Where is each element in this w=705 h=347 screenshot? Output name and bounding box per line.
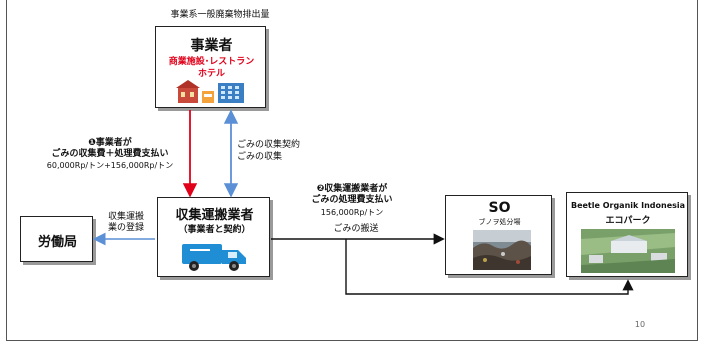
collector-pay-label-2: ごみの処理費支払い [311, 195, 393, 205]
transport-to-beetle-arrow [345, 239, 634, 295]
registration-label-2: 業の登録 [107, 223, 144, 233]
so-subtitle: ブノヲ処分場 [478, 218, 521, 226]
business-buildings-icon [176, 80, 244, 103]
labor-bureau-box: 労働局 [20, 216, 93, 262]
business-subtitle-1: 商業施設･レストラン [168, 57, 255, 67]
ecopark-photo [581, 229, 675, 273]
payment-label-2: ごみの収集費＋処理費支払い [51, 149, 169, 159]
garbage-truck-icon [182, 244, 246, 271]
so-box: SO ブノヲ処分場 [445, 195, 552, 275]
landfill-photo [473, 230, 531, 270]
collector-box: 収集運搬業者 （事業者と契約） [157, 197, 270, 277]
collector-subtitle: （事業者と契約） [178, 225, 251, 235]
transport-label: ごみの搬送 [333, 224, 379, 234]
page-number: 10 [634, 320, 646, 329]
business-operator-box: 事業者 商業施設･レストラン ホテル [155, 26, 266, 108]
payment-label-1: ❶事業者が [88, 138, 132, 148]
registration-label-1: 収集運搬 [107, 212, 144, 222]
so-title: SO [488, 200, 511, 216]
beetle-subtitle: エコパーク [605, 216, 651, 226]
contract-label-1: ごみの収集契約 [237, 140, 301, 150]
business-subtitle-2: ホテル [197, 69, 225, 79]
collector-pay-label-3: 156,000Rp/トン [320, 208, 384, 217]
collector-title: 収集運搬業者 [175, 208, 254, 223]
contract-label-2: ごみの収集 [237, 152, 283, 162]
collector-pay-label-1: ❷収集運搬業者が [316, 184, 388, 194]
payment-label-3: 60,000Rp/トン+156,000Rp/トン [46, 161, 174, 170]
beetle-title: Beetle Organik Indonesia [570, 201, 686, 210]
labor-title: 労働局 [37, 235, 77, 250]
discharge-caption: 事業系一般廃棄物排出量 [170, 10, 270, 20]
business-title: 事業者 [190, 38, 233, 54]
beetle-box: Beetle Organik Indonesia エコパーク [566, 192, 688, 277]
slide-frame [6, 0, 698, 341]
